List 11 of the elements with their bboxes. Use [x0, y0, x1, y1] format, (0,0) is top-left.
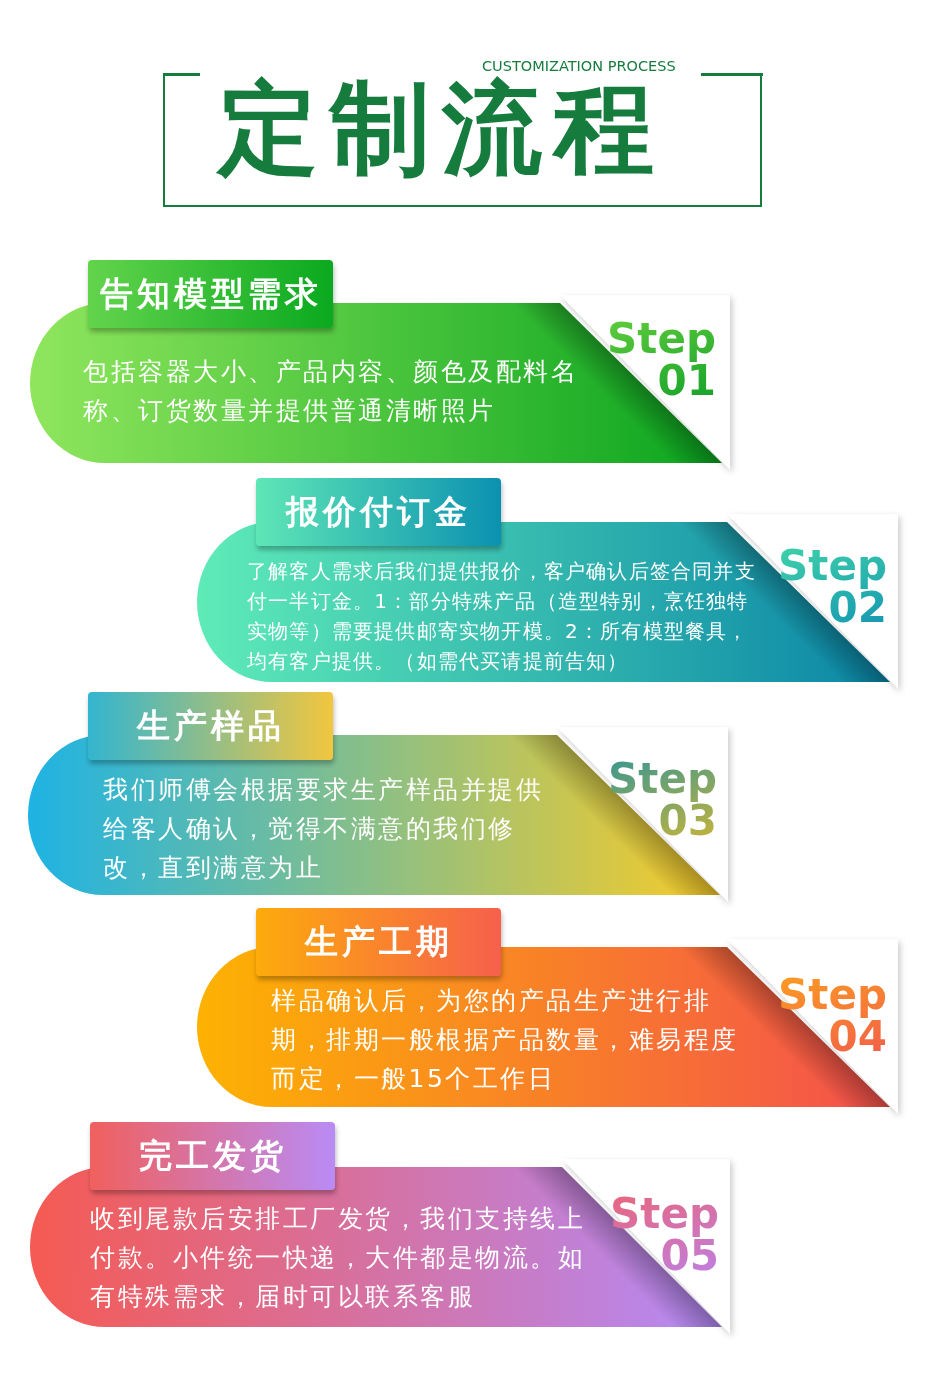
- heading-tab: 报价付订金: [256, 478, 501, 546]
- heading-tab: 告知模型需求: [88, 260, 333, 328]
- step-description: 了解客人需求后我们提供报价，客户确认后签合同并支付一半订金。1：部分特殊产品（造型特别，烹饪独特实物等）需要提供邮寄实物开模。2：所有模型餐具，均有客户提供。（如需代买请提前告知）: [247, 558, 757, 675]
- step-description: 包括容器大小、产品内容、颜色及配料名称、订货数量并提供普通清晰照片: [83, 356, 579, 427]
- heading-tab: 生产样品: [88, 692, 333, 760]
- step-description: 我们师傅会根据要求生产样品并提供给客人确认，觉得不满意的我们修改，直到满意为止: [103, 774, 544, 884]
- step-description: 样品确认后，为您的产品生产进行排期，排期一般根据产品数量，难易程度而定，一般15个工作日: [271, 985, 740, 1095]
- heading-tab: 完工发货: [90, 1122, 335, 1190]
- step-description: 收到尾款后安排工厂发货，我们支持线上付款。小件统一快递，大件都是物流。如有特殊需求，届时可以联系客服: [90, 1203, 586, 1313]
- heading-tab: 生产工期: [256, 908, 501, 976]
- page-title: 定制流程: [218, 72, 666, 184]
